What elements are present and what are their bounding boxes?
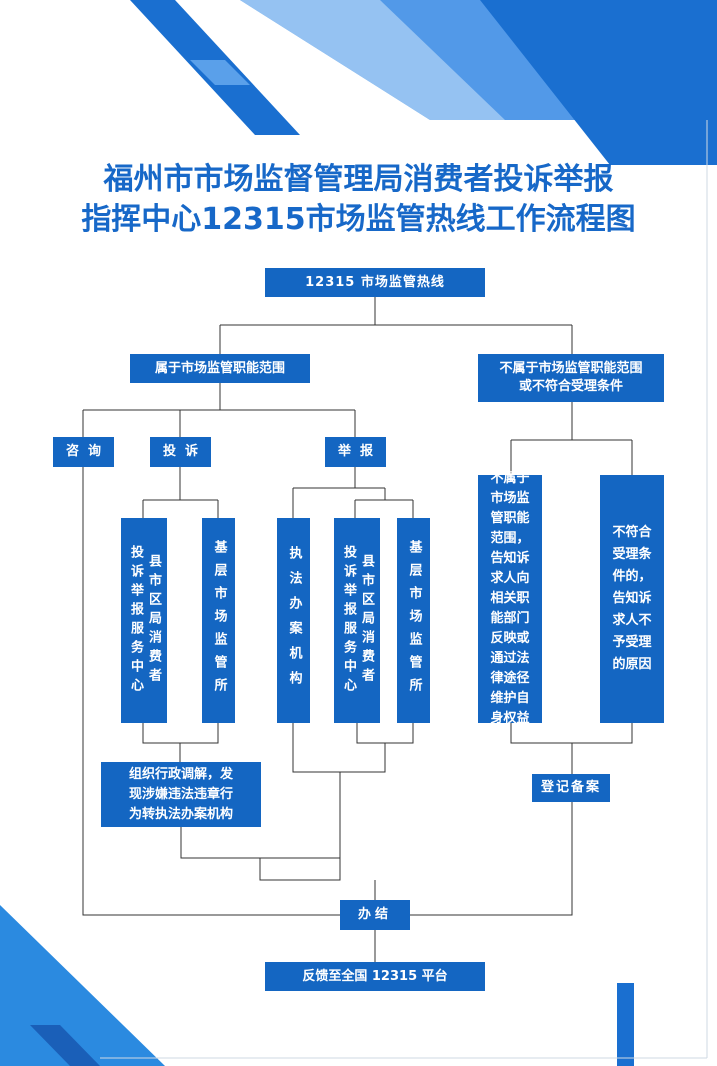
deco-top-light <box>240 0 505 120</box>
out-scope-node: 不属于市场监管职能范围 或不符合受理条件 <box>478 354 664 402</box>
report-county-center-text: 县市区局消费者 投诉举报服务中心 <box>341 544 374 697</box>
in-scope-node: 属于市场监管职能范围 <box>130 354 310 383</box>
deco-top-stripe-2 <box>190 60 250 85</box>
report-node: 举 报 <box>325 437 386 467</box>
complaint-county-center-text: 县市区局消费者 投诉举报服务中心 <box>128 544 161 697</box>
connector-mediation-down <box>180 827 340 859</box>
deco-top-right-dark <box>480 0 717 165</box>
connector-out-scope-split <box>510 402 633 475</box>
enforcement-agency-text: 执法办案机构 <box>286 545 302 696</box>
complaint-county-center-node: 县市区局消费者 投诉举报服务中心 <box>121 518 167 723</box>
enforcement-agency-node: 执法办案机构 <box>277 518 310 723</box>
complaint-node: 投 诉 <box>150 437 211 467</box>
connector-report-down <box>259 772 341 881</box>
complaint-grassroots-text: 基层市场监管所 <box>211 540 227 701</box>
not-in-scope-detail-node: 不属于 市场监 管职能 范围， 告知诉 求人向 相关职 能部门 反映或 通过法 … <box>478 471 542 726</box>
report-grassroots-text: 基层市场监管所 <box>406 540 422 701</box>
connector-in-scope-split <box>82 383 356 437</box>
deco-bottom-left-stripe <box>30 1025 100 1066</box>
mediation-node: 组织行政调解，发 现涉嫌违法违章行 为转执法办案机构 <box>101 762 261 827</box>
title-line-2: 指挥中心12315市场监管热线工作流程图 <box>81 202 636 237</box>
connector-complaint-split <box>142 467 219 518</box>
title-line-1: 福州市市场监督管理局消费者投诉举报 <box>103 162 614 197</box>
connector-complaint-merge <box>142 723 219 762</box>
report-grassroots-node: 基层市场监管所 <box>397 518 430 723</box>
connector-consult-down <box>82 467 340 916</box>
connector-hotline-split <box>219 297 573 354</box>
feedback-node: 反馈至全国 12315 平台 <box>265 962 485 991</box>
complaint-grassroots-node: 基层市场监管所 <box>202 518 235 723</box>
hotline-node: 12315 市场监管热线 <box>265 268 485 297</box>
deco-bottom-right-bar <box>617 983 634 1066</box>
connector-report-merge <box>292 723 414 773</box>
connector-out-scope-merge <box>510 723 633 774</box>
connector-register-to-conclude <box>410 802 573 916</box>
connector-report-split <box>292 467 414 518</box>
report-county-center-node: 县市区局消费者 投诉举报服务中心 <box>334 518 380 723</box>
not-accept-detail-node: 不符合 受理条 件的， 告知诉 求人不 予受理 的原因 <box>600 475 664 723</box>
register-node: 登记备案 <box>532 774 610 802</box>
consult-node: 咨 询 <box>53 437 114 467</box>
conclude-node: 办结 <box>340 900 410 930</box>
